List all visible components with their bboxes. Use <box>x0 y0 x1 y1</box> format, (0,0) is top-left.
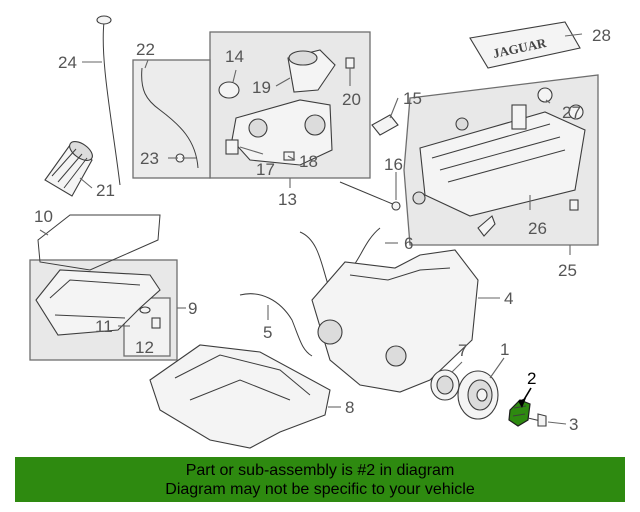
banner-line-2: Diagram may not be specific to your vehi… <box>165 481 475 498</box>
thermostat-housing-part-13 <box>218 49 355 166</box>
valve-cover-part-26 <box>412 87 586 237</box>
timing-cover-part-4 <box>311 249 479 393</box>
callout-18: 18 <box>299 152 318 171</box>
engine-cover-part-28: JAGUAR <box>469 21 581 69</box>
callout-16: 16 <box>384 155 403 174</box>
callout-23: 23 <box>140 149 159 168</box>
callout-14: 14 <box>225 47 244 66</box>
callout-26: 26 <box>528 219 547 238</box>
callout-19: 19 <box>252 78 271 97</box>
oil-pan-part-9 <box>35 269 161 336</box>
callout-13: 13 <box>278 190 297 209</box>
callout-10: 10 <box>34 207 53 226</box>
callout-2: 2 <box>527 369 536 388</box>
oil-filter-part-21 <box>44 141 93 197</box>
highlighted-part-2 <box>508 399 531 427</box>
gasket-part-5 <box>239 293 313 357</box>
callout-24: 24 <box>58 53 77 72</box>
callout-6: 6 <box>404 234 413 253</box>
callout-25: 25 <box>558 261 577 280</box>
exploded-parts-diagram: JAGUAR <box>29 15 611 449</box>
callout-20: 20 <box>342 90 361 109</box>
callout-8: 8 <box>345 398 354 417</box>
bolt-part-16 <box>339 181 401 211</box>
callout-27: 27 <box>562 103 581 122</box>
drain-plug-part-12 <box>139 306 161 329</box>
banner-line-1: Part or sub-assembly is #2 in diagram <box>185 462 455 479</box>
bolt-part-3 <box>527 413 547 427</box>
callout-9: 9 <box>188 299 197 318</box>
leader-lines <box>39 33 583 425</box>
callout-5: 5 <box>263 323 272 342</box>
sensor-part-15 <box>371 114 399 136</box>
callout-15: 15 <box>403 89 422 108</box>
callout-4: 4 <box>504 289 513 308</box>
dipstick-part-24 <box>96 15 121 186</box>
callout-28: 28 <box>592 26 611 45</box>
seal-part-7 <box>430 369 460 401</box>
ladder-frame-part-8 <box>149 344 331 449</box>
callout-12: 12 <box>135 338 154 357</box>
callout-7: 7 <box>458 341 467 360</box>
callout-22: 22 <box>136 40 155 59</box>
callout-21: 21 <box>96 181 115 200</box>
callout-11: 11 <box>95 317 113 336</box>
crankshaft-pulley-part-1 <box>457 370 499 420</box>
notice-banner: Part or sub-assembly is #2 in diagram Di… <box>15 457 625 502</box>
oil-pan-gasket-part-10 <box>37 214 161 271</box>
callout-3: 3 <box>569 415 578 434</box>
callout-17: 17 <box>256 160 275 179</box>
callout-1: 1 <box>500 340 509 359</box>
